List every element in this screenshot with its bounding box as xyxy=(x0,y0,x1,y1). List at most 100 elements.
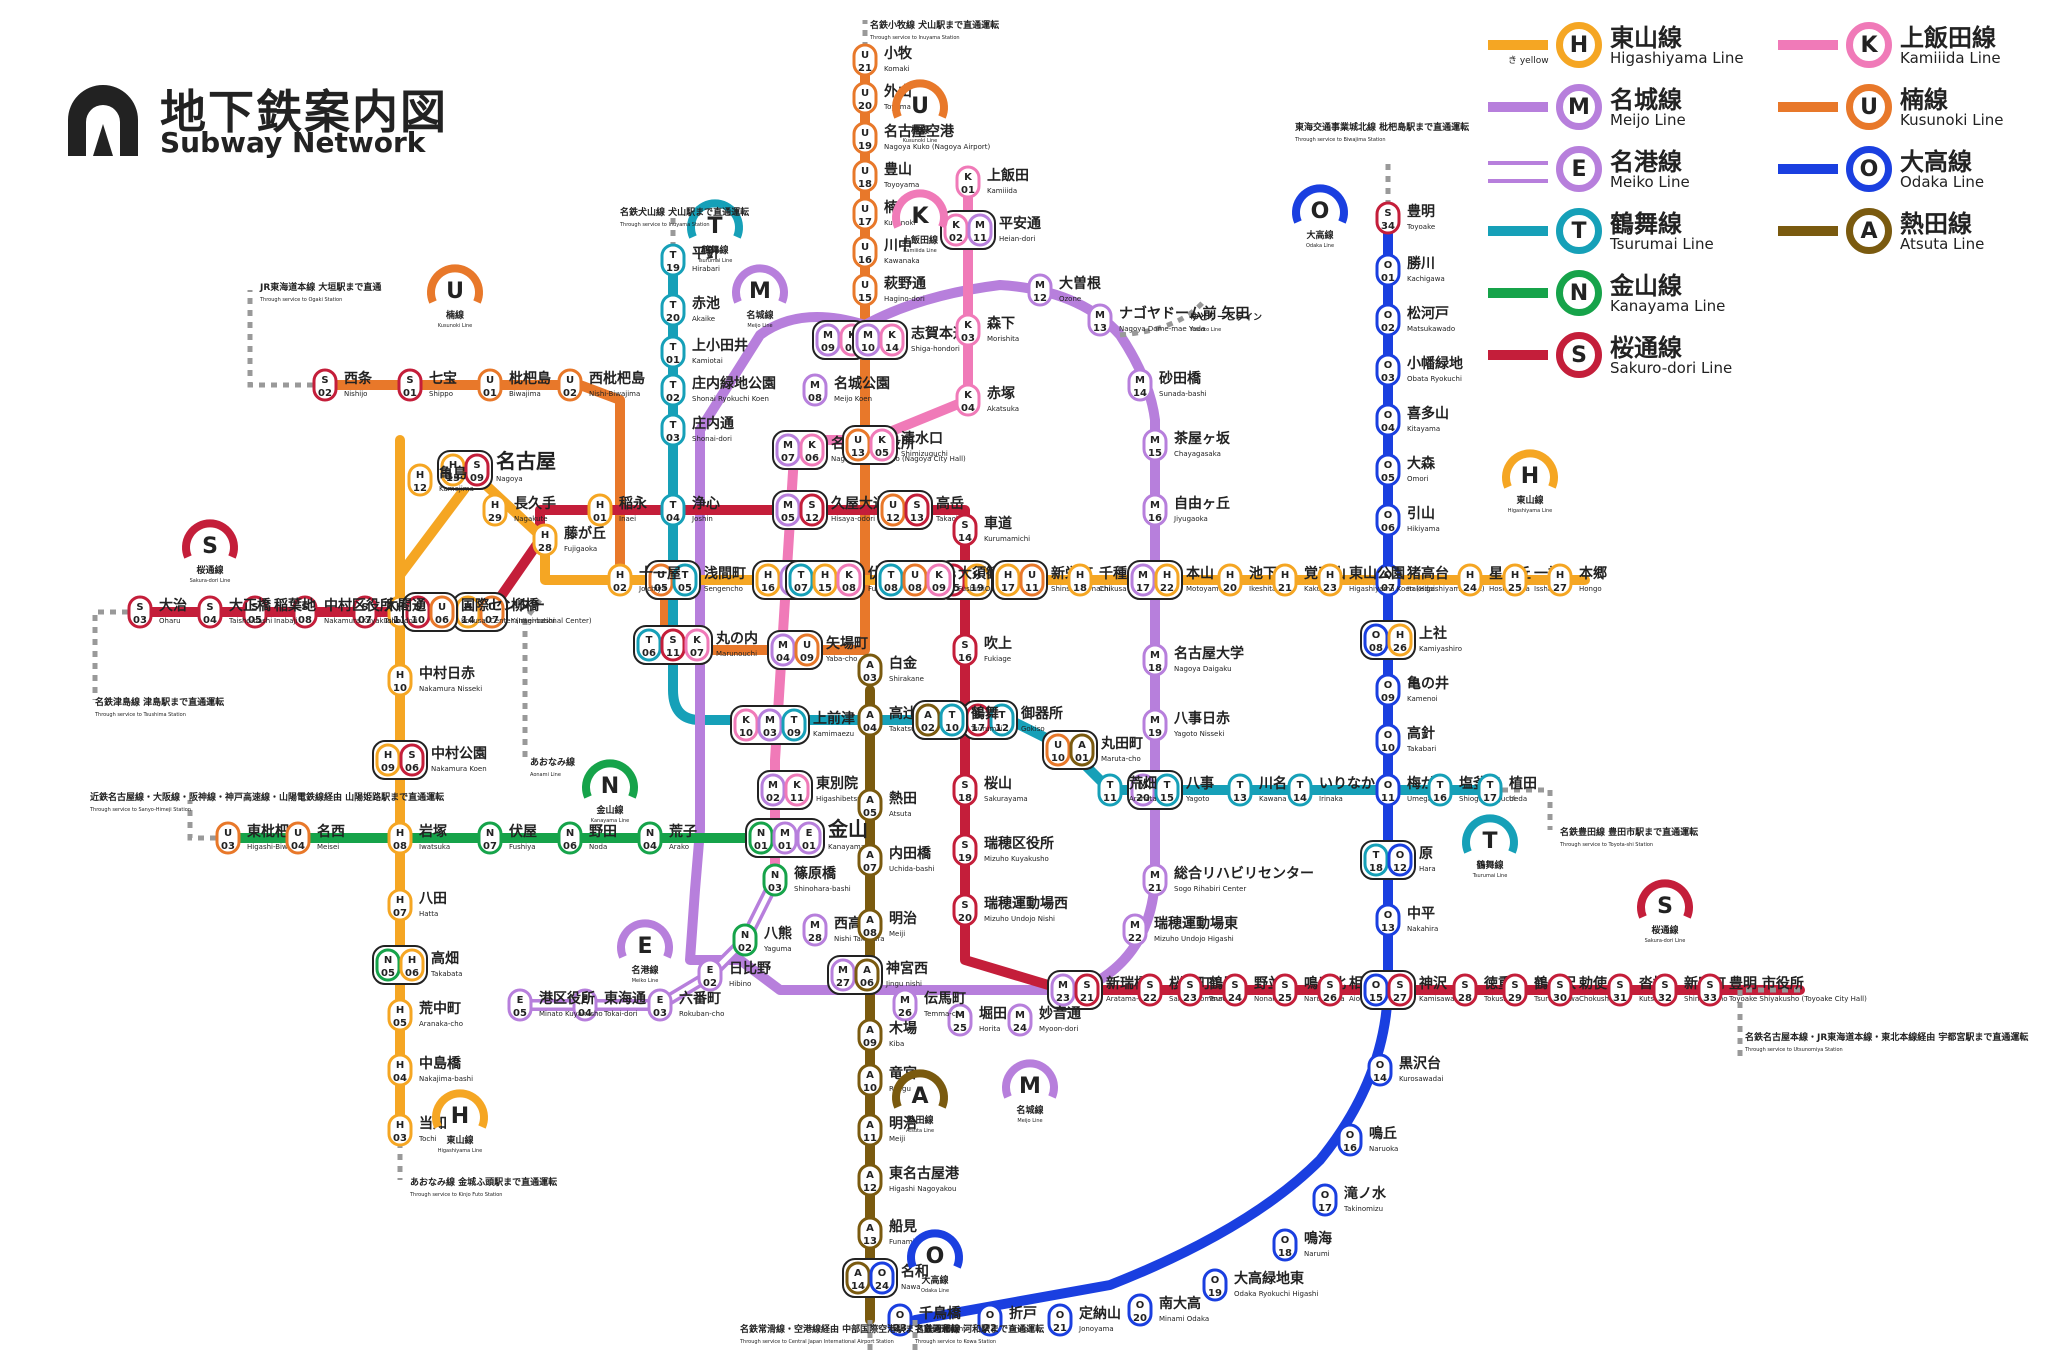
station-number-badge xyxy=(760,773,786,807)
station-name-ja: 浅間町 xyxy=(704,565,746,582)
legend-color-name: あお blue xyxy=(1798,180,1839,190)
station-number-badge xyxy=(1272,973,1298,1007)
station-number-badge xyxy=(857,843,883,877)
station-number: 13 xyxy=(910,513,924,524)
station-name-en: Nagoya Shiyakusho (Nagoya City Hall) xyxy=(831,455,966,463)
station-name-en: Taisho-bashi xyxy=(228,617,272,625)
station-number-badge xyxy=(1363,843,1389,877)
station-line-letter: U xyxy=(861,280,869,291)
station-name-en: Mizuho Undojo Higashi xyxy=(1154,935,1234,943)
station-name-en: Higashi-Biwajima xyxy=(247,843,307,851)
station-number: 03 xyxy=(666,433,680,444)
station-name-en: Nishi-Biwajima xyxy=(589,390,640,398)
station-name-ja: 豊明 xyxy=(1407,203,1435,220)
station-line-letter: M xyxy=(810,380,820,391)
station-line-letter: H xyxy=(1556,570,1564,581)
station-name-en: Yaguma xyxy=(763,945,792,953)
station-line-letter: S xyxy=(1556,980,1563,991)
station-name-ja: 赤塚 xyxy=(987,386,1015,402)
station-number-badge xyxy=(967,213,993,247)
station-line-letter: S xyxy=(1384,208,1391,219)
station-name-en: Ozone xyxy=(1059,295,1081,303)
station-line-letter: S xyxy=(1186,980,1193,991)
station-line-letter: N xyxy=(646,828,654,839)
station-number-badge xyxy=(1367,1053,1393,1087)
station-name-en: Kurosawadai xyxy=(1399,1075,1443,1083)
station-line-letter: M xyxy=(1150,435,1160,446)
station-name-ja: 稲永 xyxy=(619,495,648,512)
station-number: 06 xyxy=(405,968,419,979)
station-name-en: Maruta-cho xyxy=(1101,755,1141,763)
station-number: 07 xyxy=(358,615,372,626)
station-name-ja: 港区役所 xyxy=(539,990,595,1007)
station-name-en: Taiko-dori xyxy=(383,617,418,625)
line-badge-name-en: Odaka Line xyxy=(1306,243,1334,249)
station-number-badge xyxy=(1607,973,1633,1007)
station-name-ja: 中村区役所 xyxy=(324,597,394,614)
line-badge-letter: H xyxy=(1521,464,1539,489)
legend-color-bar: うすあお sky blue xyxy=(1488,226,1584,252)
station-number-badge xyxy=(1154,563,1180,597)
station-name-en: Orido xyxy=(1009,1325,1028,1333)
station-number-badge xyxy=(1122,913,1148,947)
station-name-en: Minami Odaka xyxy=(1159,1315,1209,1323)
station-number-badge xyxy=(660,335,686,369)
station-number: 33 xyxy=(1703,993,1717,1004)
through-service-connector xyxy=(187,800,228,841)
station-number-badge xyxy=(1222,973,1248,1007)
station-number: 14 xyxy=(461,615,475,626)
station-name-en: Biwajima xyxy=(509,390,541,398)
through-service-connector xyxy=(1119,298,1207,338)
station-name-en: Shonai-dori xyxy=(692,435,732,443)
station-number-badge xyxy=(995,563,1021,597)
station-name-ja: 大治 xyxy=(159,597,187,614)
station-number: 05 xyxy=(654,583,668,594)
station-number: 21 xyxy=(1053,1323,1067,1334)
station-number: 11 xyxy=(1103,793,1117,804)
station-line-letter: S xyxy=(961,840,968,851)
through-service-connector xyxy=(247,290,325,388)
station-line-letter: E xyxy=(806,828,813,839)
station-line-letter: O xyxy=(1384,310,1393,321)
legend-item-meijo: むらさき purple M 名城線 Meijo Line xyxy=(1470,80,1750,138)
station-name-en: Tokai-dori xyxy=(603,1010,638,1018)
station-number: 01 xyxy=(593,513,607,524)
station-number: 09 xyxy=(800,653,814,664)
station-name-en: Nagoya Kuko (Nagoya Airport) xyxy=(884,143,990,151)
station-line-letter: T xyxy=(791,715,798,726)
line-badge-letter: U xyxy=(911,94,929,119)
station-line-letter: A xyxy=(866,1223,874,1234)
station-name-ja: 高畑 xyxy=(431,950,459,967)
station-line-letter: U xyxy=(911,570,919,581)
station-number: 05 xyxy=(845,343,859,354)
station-name-en: Shippo xyxy=(429,390,453,398)
station-number-badge xyxy=(781,708,807,742)
station-name-en: Shinohara-bashi xyxy=(794,885,851,893)
station-line-letter: O xyxy=(1384,360,1393,371)
station-line-letter: O xyxy=(1384,260,1393,271)
station-line-letter: O xyxy=(1372,980,1381,991)
station-number-badge xyxy=(572,988,598,1022)
station-line-letter: M xyxy=(1035,280,1045,291)
station-number-badge xyxy=(352,595,378,629)
station-number-badge xyxy=(197,595,223,629)
station-line-letter: N xyxy=(566,828,574,839)
station-name-en: Mizuho Undojo Nishi xyxy=(984,915,1055,923)
legend-item-higashiyama: き yellow H 東山線 Higashiyama Line xyxy=(1470,18,1750,76)
station-number-badge xyxy=(1142,643,1168,677)
station-number-badge xyxy=(1177,973,1203,1007)
